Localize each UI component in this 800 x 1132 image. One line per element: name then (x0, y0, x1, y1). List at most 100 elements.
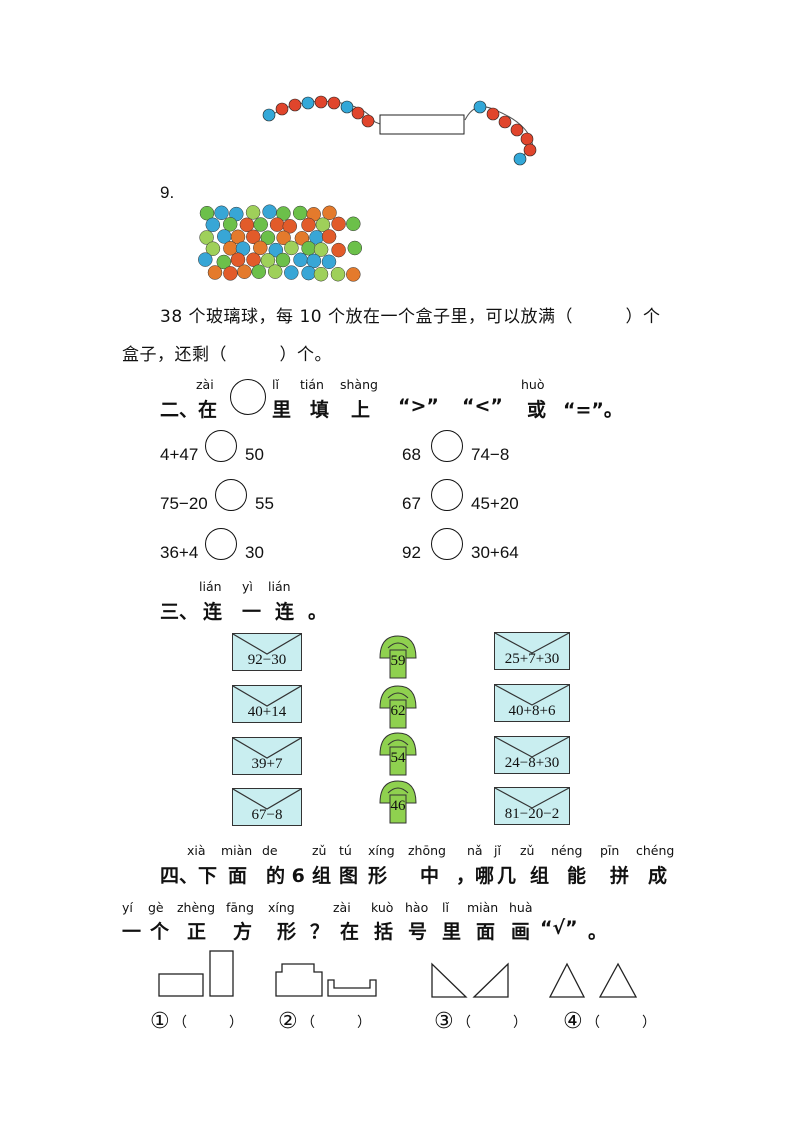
problem-number: 9. (160, 183, 175, 202)
compare-left: 92 (402, 543, 421, 562)
compare-circle[interactable] (215, 479, 247, 511)
envelope-left[interactable]: 40+14 (232, 685, 302, 723)
option-label: ② (278, 1009, 298, 1034)
section4-word: ？ (310, 921, 330, 943)
compare-right: 45+20 (471, 494, 519, 513)
compare-left: 67 (402, 494, 421, 513)
section4-word: 形 (277, 921, 297, 943)
section4-word: “√” (540, 917, 578, 939)
answer-paren[interactable]: （ ） (301, 1015, 371, 1031)
section4-word: 括 (374, 921, 394, 943)
section4-word: 中 (420, 865, 440, 887)
envelope-label: 92−30 (247, 652, 287, 668)
title-part-shang: 上 (351, 399, 371, 421)
pinyin: zǔ (312, 843, 327, 858)
mushroom-number: 62 (390, 703, 406, 719)
title-part-tian: 填 (310, 399, 330, 421)
envelope-label: 24−8+30 (504, 755, 560, 771)
envelope-right[interactable]: 40+8+6 (494, 684, 570, 722)
envelope-left[interactable]: 92−30 (232, 633, 302, 671)
mushroom-number: 59 (390, 653, 406, 669)
title-part-lt: “<” (462, 395, 503, 417)
mushroom-card[interactable]: 54 (378, 731, 418, 777)
section4-word: 面 (476, 921, 496, 943)
section3-title-lian: 连 (275, 601, 295, 623)
pinyin: kuò (371, 900, 394, 915)
mushroom-card[interactable]: 62 (378, 684, 418, 730)
answer-paren[interactable]: （ ） (586, 1015, 656, 1031)
compare-right: 74−8 (471, 445, 510, 464)
section4-word: 画 (511, 921, 531, 943)
pinyin: yí (122, 900, 133, 915)
pinyin: xíng (268, 900, 295, 915)
envelope-label: 25+7+30 (504, 651, 560, 667)
pinyin-yi: yì (242, 579, 253, 594)
section4-word: 。 (588, 921, 608, 943)
pinyin: chéng (636, 843, 675, 858)
section3-title-yi: 一 (242, 601, 262, 623)
pinyin: gè (148, 900, 164, 915)
answer-circle-symbol (230, 379, 266, 415)
compare-circle[interactable] (431, 479, 463, 511)
envelope-left[interactable]: 67−8 (232, 788, 302, 826)
envelope-left[interactable]: 39+7 (232, 737, 302, 775)
pinyin: tú (339, 843, 352, 858)
shape-group-2 (275, 963, 377, 997)
pinyin: hào (405, 900, 429, 915)
problem9-line1: 38 个玻璃球，每 10 个放在一个盒子里，可以放满（ ）个 (160, 307, 661, 327)
section4-word: 一 (122, 921, 142, 943)
pinyin-lian: lián (268, 579, 291, 594)
compare-circle[interactable] (205, 528, 237, 560)
title-part-huo: 或 (527, 399, 547, 421)
envelope-label: 40+14 (247, 704, 287, 720)
envelope-label: 39+7 (251, 756, 283, 772)
pinyin: jǐ (494, 843, 501, 858)
option-label: ① (150, 1009, 170, 1034)
title-part: 二、在 (160, 399, 218, 421)
section4-word: 的 6 (266, 865, 305, 887)
compare-circle[interactable] (431, 430, 463, 462)
pinyin-shang: shàng (340, 377, 378, 392)
mushroom-card[interactable]: 46 (378, 779, 418, 825)
envelope-right[interactable]: 24−8+30 (494, 736, 570, 774)
pinyin: nǎ (467, 843, 483, 858)
section3-title-prefix: 三、 (160, 601, 199, 623)
pinyin: lǐ (442, 900, 449, 915)
pinyin-lian: lián (199, 579, 222, 594)
option-label: ④ (563, 1009, 583, 1034)
mushroom-number: 46 (390, 798, 406, 814)
title-part-eq: “=”。 (563, 399, 623, 421)
envelope-label: 81−20−2 (504, 806, 560, 822)
answer-paren[interactable]: （ ） (457, 1015, 527, 1031)
section4-word: 正 (187, 921, 207, 943)
envelope-label: 67−8 (251, 807, 283, 823)
shape-group-3 (431, 962, 509, 998)
envelope-label: 40+8+6 (508, 703, 556, 719)
pinyin: zài (333, 900, 351, 915)
section4-word: 组 (530, 865, 550, 887)
pinyin: zhōng (408, 843, 446, 858)
shape-group-1 (158, 950, 234, 997)
pinyin-li: lǐ (272, 377, 279, 392)
compare-circle[interactable] (205, 430, 237, 462)
glass-marbles-illustration (198, 204, 363, 282)
answer-paren[interactable]: （ ） (173, 1015, 243, 1031)
compare-left: 4+47 (160, 445, 199, 464)
pinyin: miàn (221, 843, 253, 858)
pinyin: miàn (467, 900, 499, 915)
bead-string-illustration (262, 95, 537, 166)
envelope-right[interactable]: 81−20−2 (494, 787, 570, 825)
section4-word: 几 (497, 865, 517, 887)
problem9-line2: 盒子，还剩（ ）个。 (122, 345, 332, 365)
compare-right: 30 (245, 543, 264, 562)
compare-circle[interactable] (431, 528, 463, 560)
envelope-right[interactable]: 25+7+30 (494, 632, 570, 670)
pinyin: huà (509, 900, 533, 915)
mushroom-card[interactable]: 59 (378, 634, 418, 680)
pinyin: fāng (226, 900, 254, 915)
section4-word: 拼 (610, 865, 630, 887)
section4-word: 四、下 (160, 865, 218, 887)
compare-left: 36+4 (160, 543, 199, 562)
section4-word: 在 (340, 921, 360, 943)
compare-right: 50 (245, 445, 264, 464)
